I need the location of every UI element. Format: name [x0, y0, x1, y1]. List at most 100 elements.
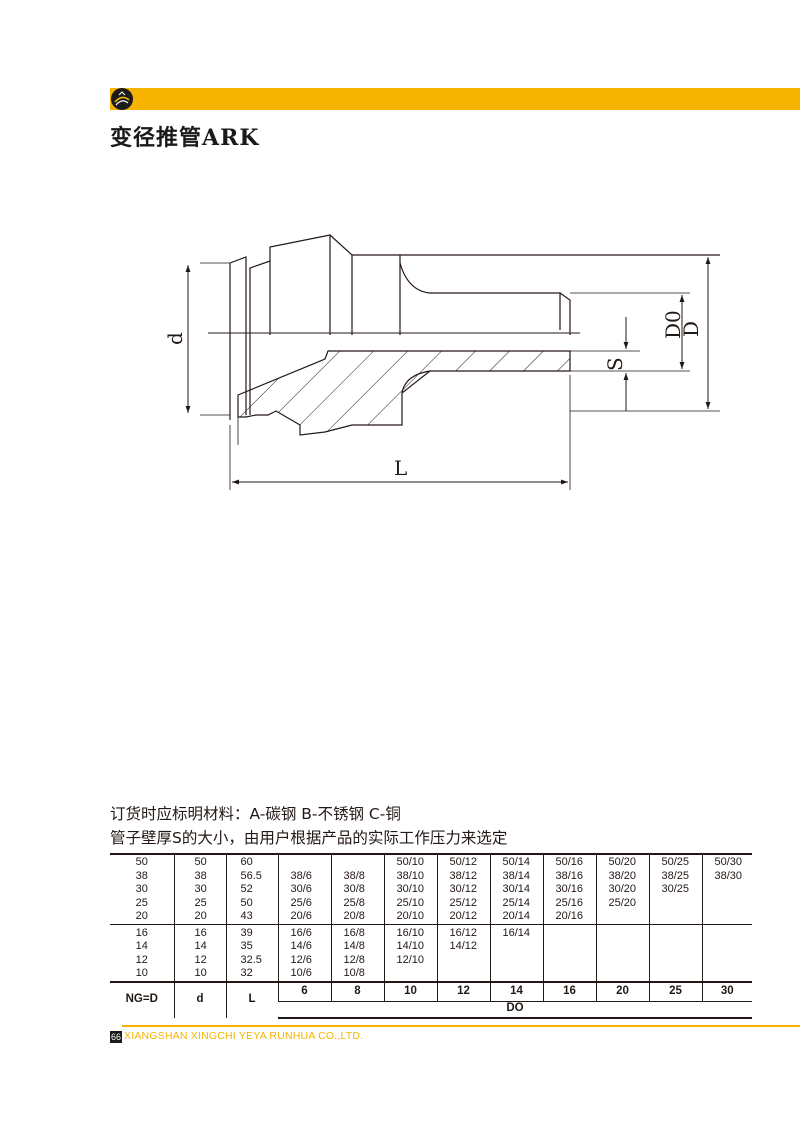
dim-label-S: S [603, 357, 627, 371]
col-header-30: 30 [701, 980, 752, 1002]
table-cell [648, 910, 702, 924]
table-cell: 12 [173, 953, 226, 967]
table-cell: 16 [110, 923, 174, 940]
table-cell: 14/10 [383, 940, 437, 954]
table-cell: 38/10 [383, 869, 437, 883]
table-cell: 30/25 [648, 883, 702, 897]
table-cell [701, 923, 752, 940]
table-cell [542, 953, 596, 967]
table-cell [330, 853, 384, 870]
table-cell [701, 910, 752, 924]
table-cell: 38 [173, 869, 226, 883]
table-cell [595, 953, 649, 967]
table-cell [489, 967, 543, 982]
col-header-14: 14 [489, 980, 543, 1002]
table-cell: 30/20 [595, 883, 649, 897]
table-cell: 12/10 [383, 953, 437, 967]
table-cell: 16/6 [277, 923, 331, 940]
table-cell: 14/6 [277, 940, 331, 954]
table-cell: 38 [135, 869, 148, 882]
table-cell [489, 953, 543, 967]
table-cell: 10 [173, 967, 226, 982]
do-label: DO [278, 1001, 752, 1019]
table-cell: 20/16 [542, 910, 596, 924]
table-cell: 30/6 [277, 883, 331, 897]
table-cell [648, 967, 702, 982]
table-cell [648, 896, 702, 910]
table-cell [436, 967, 490, 982]
table-cell: 16/10 [383, 923, 437, 940]
table-cell: 52 [225, 883, 278, 897]
table-cell: 25/8 [330, 896, 384, 910]
table-cell: 16/8 [330, 923, 384, 940]
table-cell: 50/10 [383, 853, 437, 870]
table-cell [595, 910, 649, 924]
table-cell: 10/6 [277, 967, 331, 982]
table-cell: 14/8 [330, 940, 384, 954]
table-cell: 20 [173, 910, 226, 924]
company-logo-icon [111, 88, 133, 110]
table-cell: 20/12 [436, 910, 490, 924]
table-cell: 38/25 [648, 869, 702, 883]
table-cell: 25/12 [436, 896, 490, 910]
col-header-d: d [173, 980, 226, 1018]
table-cell: 25 [173, 896, 226, 910]
table-cell [648, 923, 702, 940]
table-cell: 50/25 [648, 853, 702, 870]
table-cell: 38/30 [701, 869, 752, 883]
table-cell: 16/12 [436, 923, 490, 940]
table-cell: 12/6 [277, 953, 331, 967]
table-cell: 38/12 [436, 869, 490, 883]
header-band [110, 88, 800, 110]
table-cell: 12/8 [330, 953, 384, 967]
table-cell: 35 [225, 940, 278, 954]
table-cell: 25/6 [277, 896, 331, 910]
table-cell: 38/14 [489, 869, 543, 883]
table-cell: 14 [173, 940, 226, 954]
table-cell: 16 [173, 923, 226, 940]
table-cell: 32.5 [225, 953, 278, 967]
table-cell [701, 967, 752, 982]
table-cell: 50 [173, 853, 226, 870]
table-cell: 50/14 [489, 853, 543, 870]
col-header-20: 20 [595, 980, 649, 1002]
table-cell: 50 [110, 853, 174, 870]
col-header-8: 8 [330, 980, 384, 1002]
table-cell: 30 [135, 883, 148, 895]
table-cell: 20/6 [277, 910, 331, 924]
table-cell: 39 [225, 923, 278, 940]
table-cell: 20 [135, 910, 148, 922]
table-cell: 50/20 [595, 853, 649, 870]
table-cell: 50/16 [542, 853, 596, 870]
table-cell: 56.5 [225, 869, 278, 883]
table-cell: 38/8 [330, 869, 384, 883]
table-cell: 16/14 [489, 923, 543, 940]
table-cell: 60 [225, 853, 278, 870]
table-cell: 12 [135, 953, 148, 966]
technical-drawing: d L D0 D S [160, 225, 740, 504]
table-cell [436, 953, 490, 967]
table-cell: 25 [135, 896, 148, 909]
table-cell: 43 [225, 910, 278, 924]
page-title: 变径推管ARK [110, 125, 260, 151]
footer-line [122, 1025, 800, 1027]
table-cell: 20/10 [383, 910, 437, 924]
table-cell: 50/12 [436, 853, 490, 870]
table-cell: 10 [135, 967, 148, 979]
col-header-ng: NG=D [110, 980, 174, 1018]
col-header-10: 10 [383, 980, 437, 1002]
table-cell: 30/14 [489, 883, 543, 897]
table-cell: 25/20 [595, 896, 649, 910]
table-cell: 30/8 [330, 883, 384, 897]
table-cell [277, 853, 331, 870]
col-header-16: 16 [542, 980, 596, 1002]
col-header-6: 6 [277, 980, 331, 1002]
